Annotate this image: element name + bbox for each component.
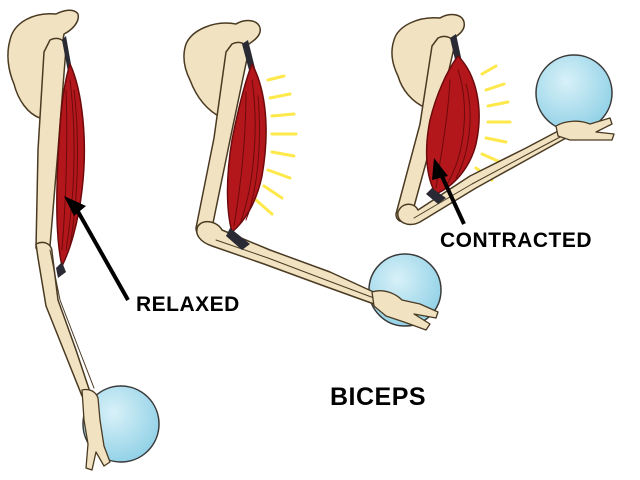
arm-contracted [391, 13, 615, 226]
diagram-title: BICEPS [330, 383, 427, 411]
pointer-contracted [432, 158, 466, 225]
label-relaxed: RELAXED [136, 293, 240, 316]
pointer-relaxed [64, 196, 130, 301]
forearm-flexing [196, 220, 379, 305]
label-contracted: CONTRACTED [440, 229, 592, 252]
hand-relaxed [81, 388, 111, 471]
hand-contracted [555, 117, 615, 141]
hand-flexing [371, 290, 439, 331]
arm-flexing [183, 19, 442, 331]
arm-relaxed [7, 9, 160, 471]
glow-rays-flexing [254, 74, 298, 216]
forearm-relaxed [35, 241, 91, 397]
ball-contracted [535, 54, 613, 132]
